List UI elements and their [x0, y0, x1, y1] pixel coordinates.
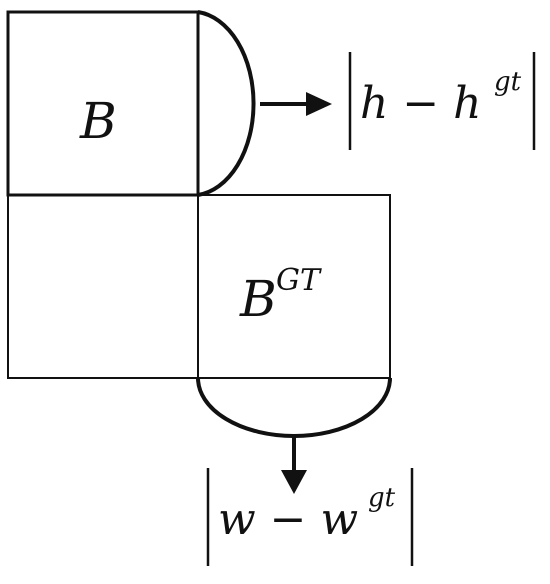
width-diff-superscript: gt	[368, 483, 396, 513]
width-arrow-head	[281, 470, 307, 494]
box-lower-left	[7, 194, 199, 379]
box-gt-superscript: GT	[276, 263, 322, 298]
height-diff-superscript: gt	[494, 67, 522, 97]
height-arrow-head	[306, 92, 332, 116]
width-diff-semicircle	[196, 377, 392, 438]
height-diff-semicircle	[197, 10, 256, 197]
box-b-label: B	[79, 92, 117, 150]
box-b-gt	[197, 194, 391, 379]
width-diff-expression: w − w	[218, 494, 358, 545]
box-gt-label: B	[239, 270, 277, 328]
height-diff-expression: h − h	[360, 78, 482, 129]
